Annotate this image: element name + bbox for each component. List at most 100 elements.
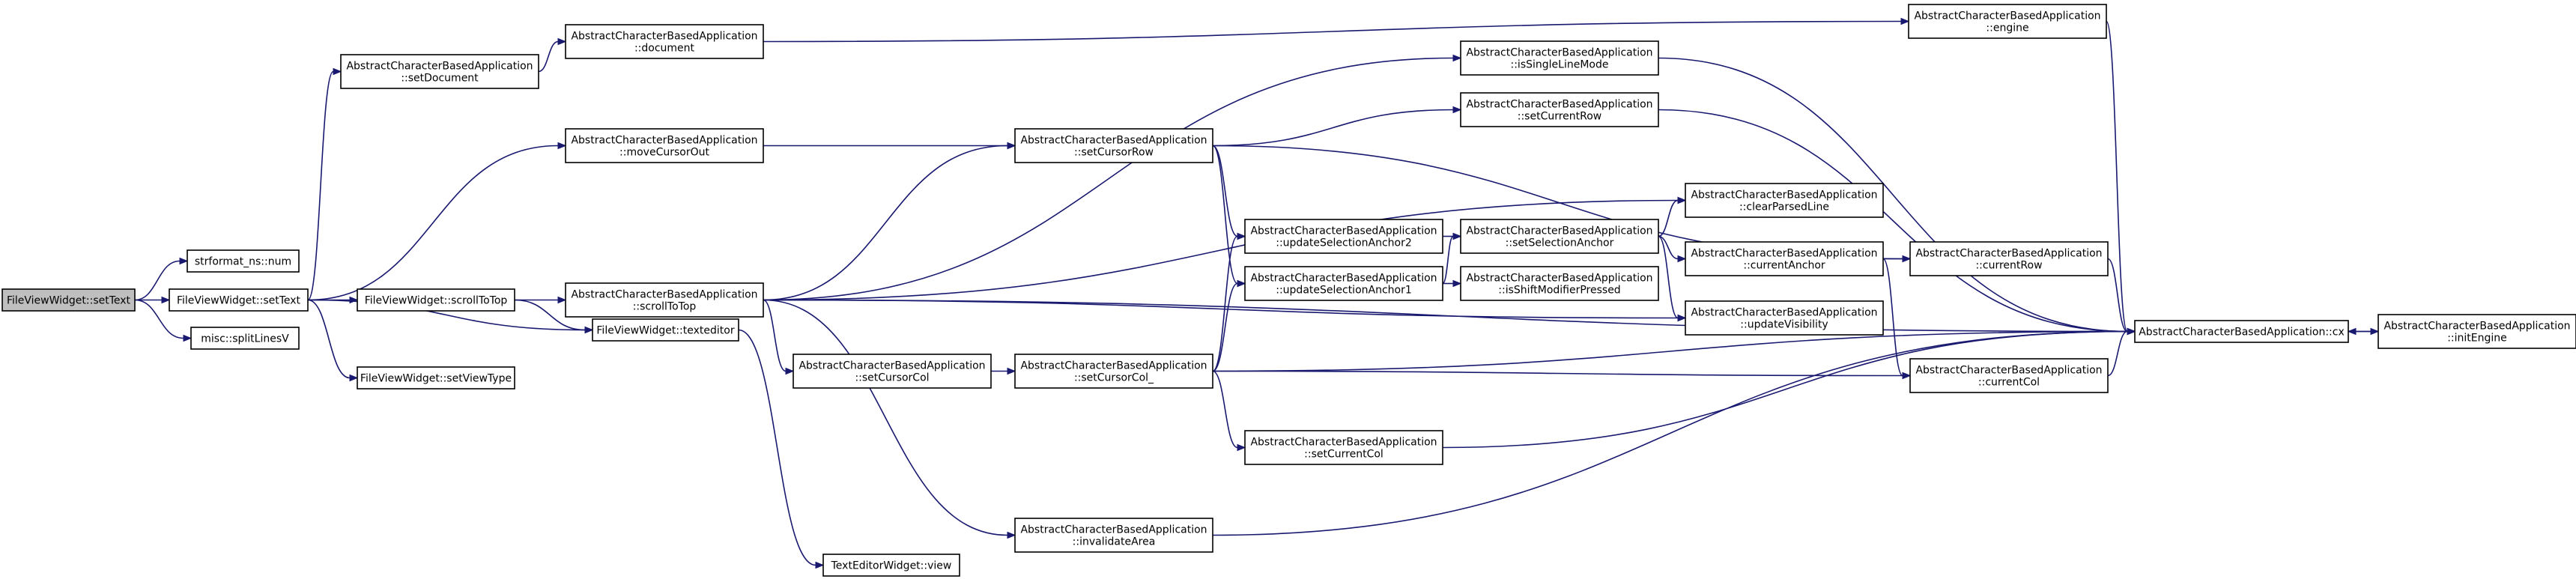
edge-settext-to-setviewtype: [307, 299, 359, 382]
edge-currentanchor-to-currentcol: [1882, 258, 1912, 380]
node-setviewtype[interactable]: FileViewWidget::setViewType: [357, 366, 515, 389]
node-label: ::setCursorCol_: [1074, 372, 1154, 384]
node-currentrow[interactable]: AbstractCharacterBasedApplication::curre…: [1909, 241, 2109, 276]
node-box: [1244, 219, 1443, 254]
node-movecursorout[interactable]: AbstractCharacterBasedApplication::moveC…: [565, 128, 764, 163]
node-box: [1, 288, 136, 312]
node-box: [1460, 40, 1659, 76]
node-setcursorrow[interactable]: AbstractCharacterBasedApplication::setCu…: [1014, 128, 1213, 163]
node-updateselectionanchor2[interactable]: AbstractCharacterBasedApplication::updat…: [1244, 219, 1443, 254]
node-engine[interactable]: AbstractCharacterBasedApplication::engin…: [1908, 4, 2107, 39]
edge-setselectionanchor-to-updatevisibility: [1658, 235, 1687, 322]
node-label: AbstractCharacterBasedApplication: [1914, 10, 2100, 22]
node-box: [357, 366, 515, 389]
edge-setcursorrow-to-setcurrentrow: [1212, 106, 1462, 147]
edge-acba-scrolltotop-to-invalidatearea: [763, 299, 1016, 539]
node-isshiftmodifierpressed[interactable]: AbstractCharacterBasedApplication::isShi…: [1460, 266, 1659, 301]
node-setcurrentcol[interactable]: AbstractCharacterBasedApplication::setCu…: [1244, 430, 1443, 465]
edge-updateselectionanchor1-to-setselectionanchor: [1442, 232, 1462, 285]
node-issinglelinemode[interactable]: AbstractCharacterBasedApplication::isSin…: [1460, 40, 1659, 76]
node-setselectionanchor[interactable]: AbstractCharacterBasedApplication::setSe…: [1460, 219, 1659, 254]
node-label: misc::splitLinesV: [201, 333, 289, 345]
node-box: [1460, 92, 1659, 127]
node-num[interactable]: strformat_ns::num: [187, 249, 300, 273]
node-box: [1685, 183, 1884, 218]
node-label: AbstractCharacterBasedApplication: [1466, 225, 1652, 237]
node-label: AbstractCharacterBasedApplication: [571, 289, 757, 301]
node-label: ::currentCol: [1978, 377, 2040, 389]
node-label: ::updateSelectionAnchor2: [1276, 237, 1412, 249]
node-label: FileViewWidget::setText: [177, 295, 301, 307]
edge-settext-to-setdocument: [307, 67, 342, 301]
node-box: [1460, 219, 1659, 254]
edge-settext-root-to-settext: [134, 296, 171, 304]
node-invalidatearea[interactable]: AbstractCharacterBasedApplication::inval…: [1014, 518, 1213, 553]
edge-setcursorcol-to-setcurrentcol: [1212, 370, 1246, 452]
node-label: FileViewWidget::setViewType: [360, 373, 512, 385]
node-label: FileViewWidget::texteditor: [596, 325, 734, 337]
node-label: TextEditorWidget::view: [831, 560, 952, 572]
node-box: [565, 128, 764, 163]
node-texteditorview[interactable]: TextEditorWidget::view: [822, 554, 960, 577]
node-label: ::scrollToTop: [633, 301, 697, 313]
node-label: AbstractCharacterBasedApplication: [1915, 365, 2102, 377]
node-settext[interactable]: FileViewWidget::setText: [169, 288, 309, 312]
edge-settext-root-to-num: [134, 257, 189, 301]
node-label: ::setCurrentRow: [1518, 111, 1602, 123]
node-label: AbstractCharacterBasedApplication: [1466, 47, 1652, 59]
node-initengine[interactable]: AbstractCharacterBasedApplication::initE…: [2378, 314, 2576, 349]
edge-setcursorcol-to-currentcol: [1212, 370, 1912, 380]
node-setcurrentrow[interactable]: AbstractCharacterBasedApplication::setCu…: [1460, 92, 1659, 127]
node-label: AbstractCharacterBasedApplication: [571, 31, 757, 43]
node-label: AbstractCharacterBasedApplication: [1691, 248, 1877, 260]
node-box: [340, 54, 539, 89]
node-fvw-scrolltotop[interactable]: FileViewWidget::scrollToTop: [357, 288, 515, 312]
edge-updateselectionanchor1-to-isshiftmodifierpressed: [1443, 279, 1462, 288]
node-label: ::engine: [1986, 22, 2028, 34]
node-texteditor[interactable]: FileViewWidget::texteditor: [592, 318, 739, 342]
node-label: ::setCurrentCol: [1304, 449, 1384, 461]
node-document[interactable]: AbstractCharacterBasedApplication::docum…: [565, 24, 764, 59]
node-acba-scrolltotop[interactable]: AbstractCharacterBasedApplication::scrol…: [565, 282, 764, 318]
node-splitlinesv[interactable]: misc::splitLinesV: [190, 327, 300, 350]
node-box: [187, 249, 300, 273]
node-label: ::updateVisibility: [1740, 319, 1828, 331]
edge-acba-scrolltotop-to-setcursorcol: [763, 299, 795, 375]
node-currentanchor[interactable]: AbstractCharacterBasedApplication::curre…: [1685, 241, 1884, 276]
node-label: AbstractCharacterBasedApplication: [1250, 437, 1437, 449]
node-box: [1909, 241, 2109, 276]
edge-setselectionanchor-to-clearparsedline: [1658, 196, 1687, 237]
node-setdocument[interactable]: AbstractCharacterBasedApplication::setDo…: [340, 54, 539, 89]
node-label: ::document: [634, 43, 695, 55]
node-clearparsedline[interactable]: AbstractCharacterBasedApplication::clear…: [1685, 183, 1884, 218]
node-box: [565, 282, 764, 318]
node-setcursorcol[interactable]: AbstractCharacterBasedApplication::setCu…: [1014, 354, 1213, 389]
node-label: strformat_ns::num: [195, 256, 291, 268]
node-label: AbstractCharacterBasedApplication: [1691, 307, 1877, 319]
node-box: [793, 354, 992, 389]
node-box: [357, 288, 515, 312]
edge-setcursorcol-to-updateselectionanchor1: [1212, 279, 1246, 372]
node-box: [1014, 354, 1213, 389]
node-label: AbstractCharacterBasedApplication: [1466, 273, 1652, 285]
node-updateselectionanchor1[interactable]: AbstractCharacterBasedApplication::updat…: [1244, 266, 1443, 301]
node-label: ::clearParsedLine: [1739, 201, 1829, 213]
node-updatevisibility[interactable]: AbstractCharacterBasedApplication::updat…: [1685, 300, 1884, 336]
node-settext-root[interactable]: FileViewWidget::setText: [1, 288, 136, 312]
node-label: AbstractCharacterBasedApplication::cx: [2139, 327, 2345, 339]
node-label: AbstractCharacterBasedApplication: [1250, 273, 1437, 285]
node-layer: FileViewWidget::setText strformat_ns::num…: [1, 4, 2576, 577]
edge-currentcol-to-cx: [2107, 327, 2136, 377]
node-setcursorcol[interactable]: AbstractCharacterBasedApplication::setCu…: [793, 354, 992, 389]
edge-document-to-engine: [763, 17, 1910, 43]
edge-currentanchor-to-currentrow: [1883, 255, 1912, 263]
edge-acba-scrolltotop-to-setcursorrow: [763, 142, 1016, 301]
node-cx[interactable]: AbstractCharacterBasedApplication::cx: [2134, 320, 2349, 343]
node-currentcol[interactable]: AbstractCharacterBasedApplication::curre…: [1909, 358, 2109, 393]
node-box: [1685, 241, 1884, 276]
edge-setdocument-to-document: [538, 37, 567, 73]
node-box: [1685, 300, 1884, 336]
node-box: [1460, 266, 1659, 301]
node-label: AbstractCharacterBasedApplication: [1250, 225, 1437, 237]
